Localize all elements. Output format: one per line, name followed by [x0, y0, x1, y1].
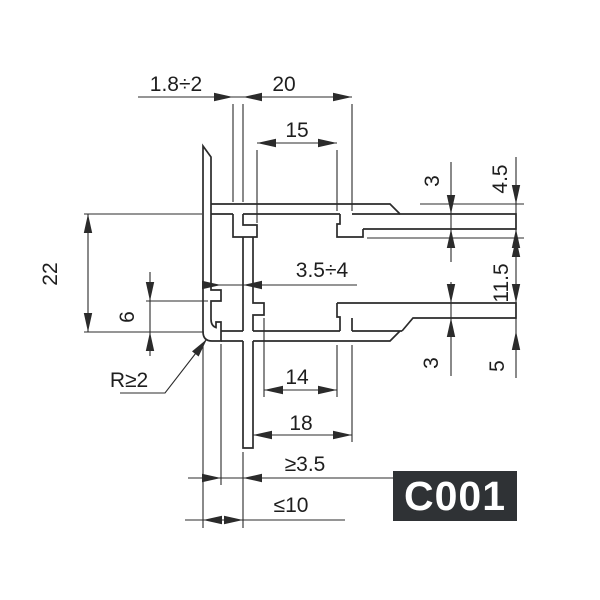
dim-label-bottom-edge-rise: 5 — [486, 360, 509, 372]
dim-label-wall-thickness: 1.8÷2 — [150, 73, 202, 96]
dim-line-top-opening — [256, 142, 338, 223]
dim-label-corner-radius: R≥2 — [110, 369, 148, 392]
profile-outline — [202, 143, 517, 449]
central-wall-lower — [242, 341, 254, 449]
dim-label-top-outer-width: 20 — [272, 73, 295, 96]
dim-label-channel-gap: 11.5 — [490, 263, 513, 302]
dim-label-bottom-opening: 14 — [285, 366, 309, 389]
left-wall-j-hook — [202, 143, 222, 342]
lower-flange — [221, 330, 402, 342]
upper-right-wall-foot — [336, 214, 364, 238]
dim-label-top-opening: 15 — [285, 119, 308, 142]
code-badge: C001 — [393, 471, 517, 521]
dim-line-side-height — [84, 213, 204, 333]
central-wall-mid — [242, 237, 265, 331]
dim-label-bottom-inner-width: 18 — [289, 412, 312, 435]
dim-label-glass-slot: 3.5÷4 — [296, 259, 349, 282]
dim-label-hook-height: 6 — [116, 311, 139, 323]
dim-label-top-fin-thickness: 3 — [421, 175, 444, 187]
dim-line-top — [138, 96, 353, 211]
code-badge-background — [393, 471, 517, 521]
central-wall-upper-foot — [232, 214, 258, 238]
dimension-labels: 1.8÷2 20 15 22 6 3 4.5 11.5 3.5÷4 3 5 14… — [39, 73, 513, 517]
dim-label-side-height: 22 — [39, 262, 62, 285]
dim-label-top-edge-drop: 4.5 — [489, 164, 512, 193]
dim-line-min-engagement — [188, 344, 410, 528]
top-flange-fin — [211, 203, 517, 230]
code-badge-text: C001 — [404, 473, 506, 519]
dim-label-bottom-fin-thickness: 3 — [420, 357, 443, 369]
lower-right-wall-fin — [336, 302, 517, 332]
leader-corner-radius — [120, 339, 207, 394]
dim-label-min-engagement: ≥3.5 — [285, 453, 326, 476]
dim-label-max-insert: ≤10 — [274, 494, 309, 517]
dim-line-hook-height — [146, 272, 208, 356]
